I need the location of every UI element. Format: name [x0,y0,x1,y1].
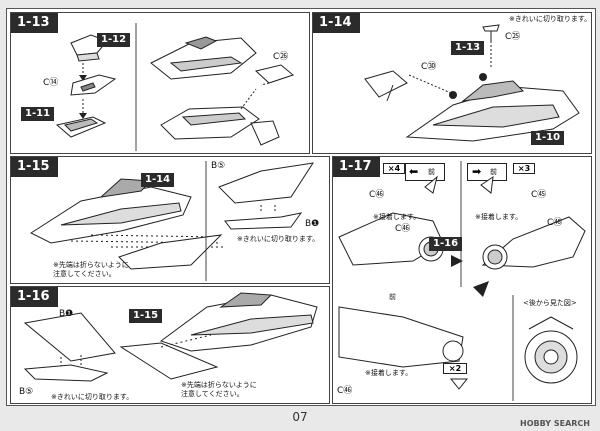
count-x4: ×4 [387,164,401,173]
part-label-1-15: 1-15 [129,309,163,323]
front-indicator-left: ⬅ 前 [405,163,445,181]
part-label-c26: C㉖ [273,52,289,62]
cut-note: ※きれいに切り取ります。 [237,235,320,243]
part-label-1-11: 1-11 [21,107,55,121]
glue-note-2: ※接着します。 [475,213,523,221]
front-indicator-right: ➡ 前 [467,163,507,181]
step-1-17-illustration [338,161,586,401]
watermark-logo: HOBBY SEARCH [520,419,590,428]
part-label-c45: C㊺ [531,190,547,200]
part-label-c46-a: C㊻ [369,190,385,200]
count-box-x4: ×4 [383,163,405,174]
part-label-1-12: 1-12 [97,33,131,47]
count-box-x2: ×2 [443,363,467,374]
part-label-c46-b: C㊻ [395,224,411,234]
panel-step-1-14: 1-14 ※きれいに切り取ります。 1-13 1-10 C㉕ C㉚ [312,12,592,154]
part-label-c46-c: C㊻ [547,218,563,228]
part-label-b1: B❶ [305,219,320,229]
front-direction-label: 前 [389,293,396,301]
back-view-label: <後から見た図> [523,299,577,307]
page-number: 07 [292,410,308,424]
tip-warning-note: ※先端は折らないように 注意してください。 [53,261,129,278]
arrow-left-icon: ⬅ [409,165,419,178]
front-label: 前 [428,168,435,176]
step-number: 1-13 [11,13,58,33]
step-1-14-illustration [364,24,580,142]
step-number: 1-14 [313,13,360,33]
part-label-c46-d: C㊻ [337,386,353,396]
count-x2: ×2 [448,364,462,373]
part-label-1-16: 1-16 [429,237,463,251]
part-label-b5: B⑤ [211,161,226,171]
part-label-b1: B❶ [59,309,74,319]
step-1-15-illustration [29,161,315,281]
step-1-16-illustration [23,292,318,382]
part-label-c30: C㉚ [421,62,437,72]
step-number: 1-15 [11,157,58,177]
glue-note-1: ※接着します。 [373,213,421,221]
panel-step-1-17: 1-17 ×4 ⬅ 前 ➡ 前 ×3 [332,156,592,404]
cut-note: ※きれいに切り取ります。 [509,15,592,23]
part-label-1-10: 1-10 [531,131,565,145]
panel-step-1-16: 1-16 1-15 B❶ B⑤ ※きれいに切り取ります。 ※先端は折らないように… [10,286,330,404]
arrow-right-icon: ➡ [472,165,482,178]
part-label-b5: B⑤ [19,387,34,397]
panel-step-1-13: 1-13 [10,12,310,154]
part-label-1-14: 1-14 [141,173,175,187]
front-label-right: 前 [490,168,497,176]
cut-note: ※きれいに切り取ります。 [51,393,134,401]
tip-warning-note: ※先端は折らないように 注意してください。 [181,381,257,398]
glue-note-3: ※接着します。 [365,369,413,377]
panel-step-1-15: 1-15 1-14 B⑤ B❶ ※きれいに切り取ります。 ※先端は折らないように… [10,156,330,284]
part-label-c14: C⑭ [43,78,59,88]
part-label-c25: C㉕ [505,32,521,42]
count-x3: ×3 [517,164,531,173]
step-1-13-illustration [55,23,295,151]
step-number: 1-16 [11,287,58,307]
step-number: 1-17 [333,157,380,177]
count-box-x3: ×3 [513,163,535,174]
part-label-1-13: 1-13 [451,41,485,55]
